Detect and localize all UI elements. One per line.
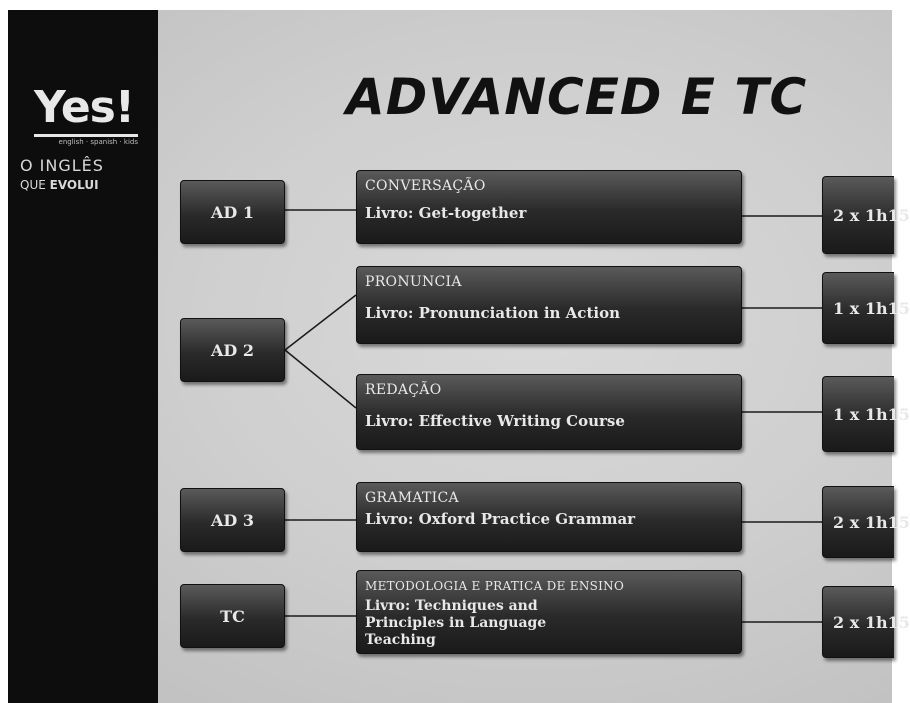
- level-label: AD 1: [211, 202, 254, 222]
- duration-label: 2 x 1h15: [833, 612, 910, 632]
- level-box-ad1: AD 1: [180, 180, 285, 244]
- course-name: METODOLOGIA E PRATICA DE ENSINO: [365, 579, 625, 593]
- duration-box-4: 2 x 1h15: [822, 486, 910, 558]
- connector-ad2-course-1: [284, 294, 357, 351]
- duration-label: 2 x 1h15: [833, 512, 910, 532]
- course-book: Livro: Get-together: [365, 204, 527, 222]
- duration-label: 2 x 1h15: [833, 205, 910, 225]
- page-title: ADVANCED E TC: [346, 68, 808, 126]
- course-name: CONVERSAÇÃO: [365, 178, 486, 194]
- duration-box-3: 1 x 1h15: [822, 376, 910, 452]
- course-name: GRAMATICA: [365, 490, 459, 506]
- course-book: Livro: Pronunciation in Action: [365, 304, 620, 322]
- course-box-gramatica: GRAMATICA Livro: Oxford Practice Grammar: [356, 482, 742, 552]
- level-label: AD 2: [211, 340, 254, 360]
- course-book: Livro: Effective Writing Course: [365, 412, 625, 430]
- course-box-pronuncia: PRONUNCIA Livro: Pronunciation in Action: [356, 266, 742, 344]
- duration-box-1: 2 x 1h15: [822, 176, 910, 254]
- level-label: TC: [220, 606, 245, 626]
- brand-sidebar: Yes! english · spanish · kids O INGLÊS Q…: [8, 10, 158, 703]
- slogan-line-2: QUE EVOLUI: [20, 178, 99, 192]
- logo-underline: [34, 134, 138, 137]
- duration-label: 1 x 1h15: [833, 298, 910, 318]
- brand-logo: Yes!: [34, 82, 135, 133]
- logo-tagline: english · spanish · kids: [58, 138, 138, 146]
- connector-ad2-course-2: [284, 349, 357, 409]
- course-book: Livro: Techniques and Principles in Lang…: [365, 598, 547, 648]
- course-book: Livro: Oxford Practice Grammar: [365, 510, 636, 528]
- connector-lines: [284, 209, 822, 623]
- slogan-line-1: O INGLÊS: [20, 156, 104, 175]
- level-box-tc: TC: [180, 584, 285, 648]
- slogan-prefix: QUE: [20, 178, 50, 192]
- duration-box-5: 2 x 1h15: [822, 586, 910, 658]
- duration-box-2: 1 x 1h15: [822, 272, 910, 344]
- level-box-ad2: AD 2: [180, 318, 285, 382]
- duration-label: 1 x 1h15: [833, 404, 910, 424]
- slide: Yes! english · spanish · kids O INGLÊS Q…: [8, 10, 910, 703]
- course-box-conversacao: CONVERSAÇÃO Livro: Get-together: [356, 170, 742, 244]
- course-box-redacao: REDAÇÃO Livro: Effective Writing Course: [356, 374, 742, 450]
- course-name: PRONUNCIA: [365, 274, 462, 290]
- level-label: AD 3: [211, 510, 254, 530]
- level-box-ad3: AD 3: [180, 488, 285, 552]
- course-name: REDAÇÃO: [365, 382, 442, 398]
- slogan-emphasis: EVOLUI: [49, 178, 99, 192]
- course-box-metodologia: METODOLOGIA E PRATICA DE ENSINO Livro: T…: [356, 570, 742, 654]
